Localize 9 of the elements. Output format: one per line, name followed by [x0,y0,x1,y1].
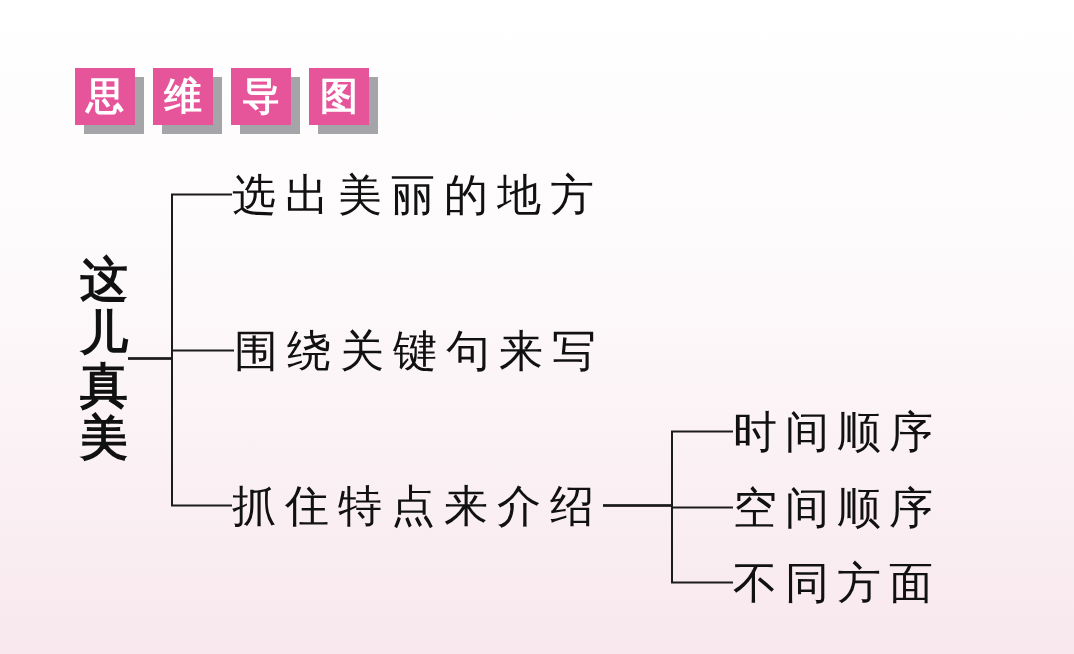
connector-line [602,504,734,584]
central-topic: 这儿真美 [80,253,128,465]
branch-topic: 空间顺序 [733,481,941,534]
branch-topic: 抓住特点来介绍 [232,479,603,532]
branch-topic: 不同方面 [733,556,941,609]
branch-topic: 选出美丽的地方 [232,168,603,221]
branch-topic: 围绕关键句来写 [234,324,605,377]
connector-line [127,357,233,507]
branch-topic: 时间顺序 [733,405,941,458]
